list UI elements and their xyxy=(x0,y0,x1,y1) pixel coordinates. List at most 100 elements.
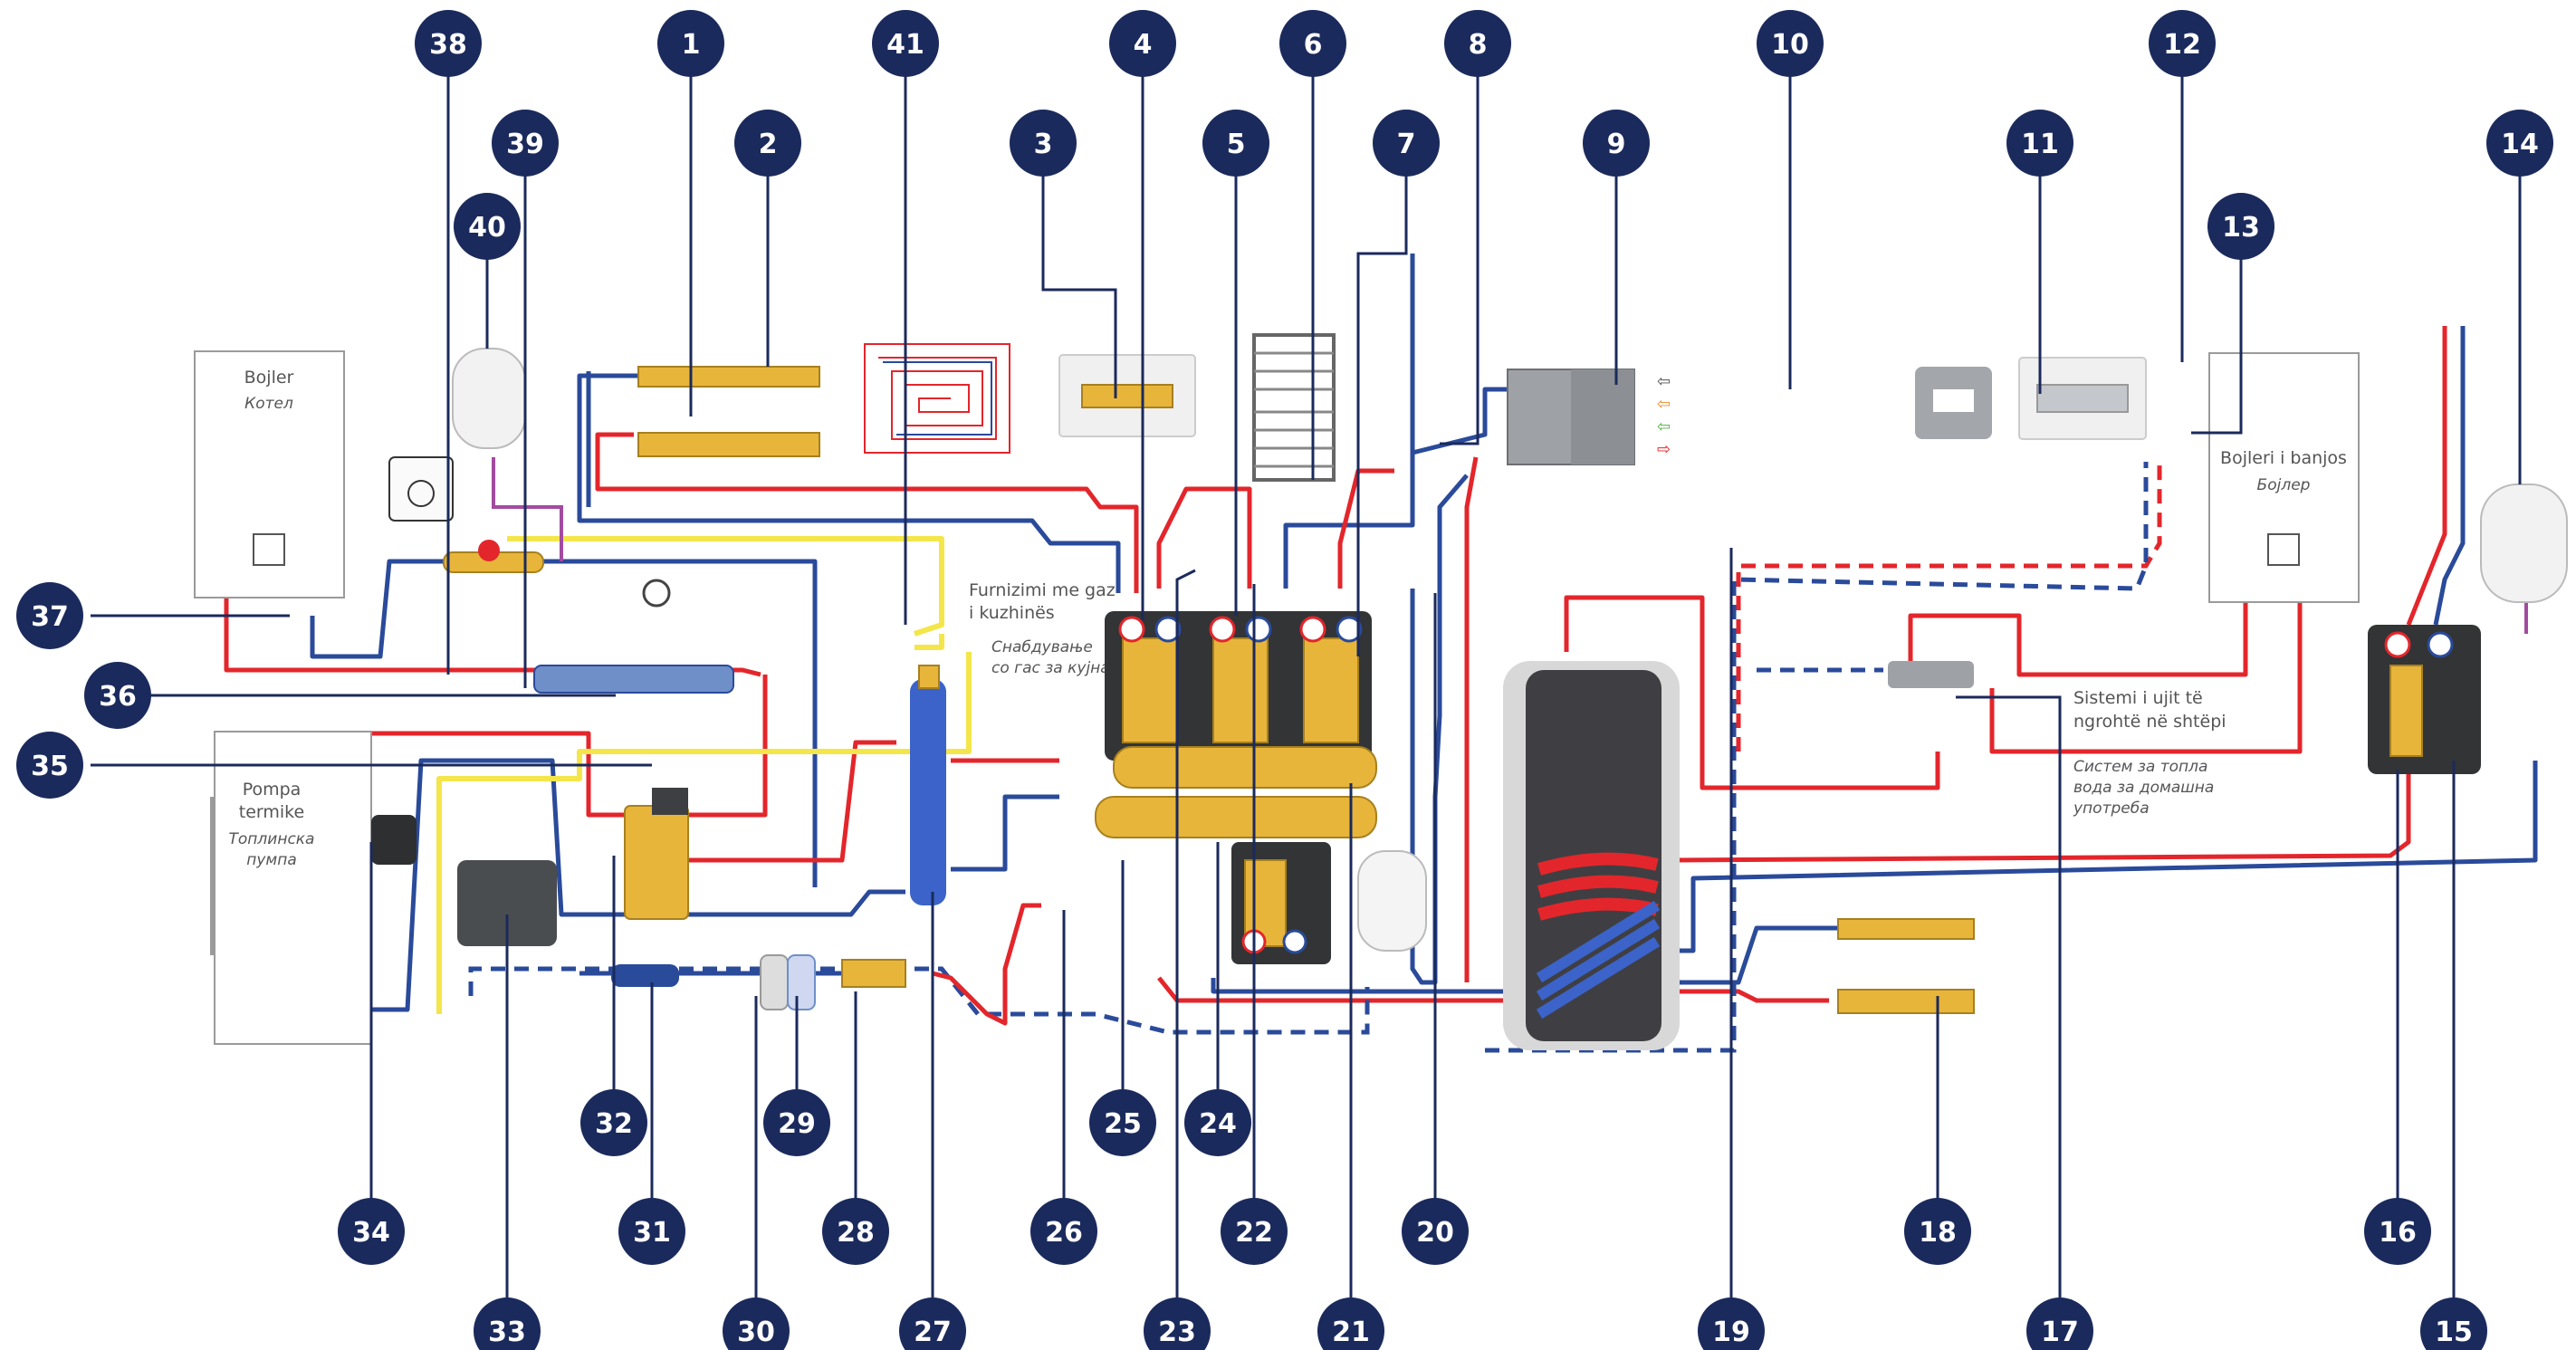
separator-return-pipe xyxy=(688,889,905,917)
svg-text:16: 16 xyxy=(2379,1217,2417,1249)
svg-text:30: 30 xyxy=(737,1316,775,1348)
separator-collector-return xyxy=(951,794,1059,872)
callout-34: 34 xyxy=(338,1198,405,1265)
pump-group-2 xyxy=(1209,616,1272,743)
svg-text:8: 8 xyxy=(1469,29,1488,61)
dhw-label-2: ngrohtë në shtëpi xyxy=(2073,712,2226,732)
leader-17 xyxy=(1956,695,2062,1331)
red-link-pipe xyxy=(688,675,768,818)
right-manifold-top xyxy=(1837,918,1975,940)
callout-33: 33 xyxy=(474,1297,541,1350)
callout-9: 9 xyxy=(1583,110,1650,177)
callout-30: 30 xyxy=(723,1297,790,1350)
fancoil-arrow-icon: ⇦ xyxy=(1657,417,1671,436)
svg-text:26: 26 xyxy=(1045,1217,1083,1249)
manifold-cabinet-3-body xyxy=(1081,384,1173,408)
svg-text:19: 19 xyxy=(1712,1316,1750,1348)
callout-5: 5 xyxy=(1202,110,1269,177)
towel-radiator-bars xyxy=(1254,351,1334,468)
dhw-label-mk-3: употреба xyxy=(2073,799,2150,818)
svg-text:31: 31 xyxy=(633,1217,671,1249)
callout-21: 21 xyxy=(1317,1297,1384,1350)
solar-station xyxy=(2368,625,2481,774)
valve-handle-icon xyxy=(478,540,500,561)
callout-15: 15 xyxy=(2420,1297,2487,1350)
solar-blue-vertical xyxy=(2433,326,2466,626)
svg-text:40: 40 xyxy=(468,212,506,244)
boiler-label: Bojler xyxy=(244,368,294,388)
callout-25: 25 xyxy=(1089,1089,1156,1156)
dirt-separator xyxy=(371,815,417,865)
expansion-vessel-right xyxy=(2480,484,2568,603)
svg-text:4: 4 xyxy=(1134,29,1153,61)
callout-17: 17 xyxy=(2026,1297,2093,1350)
callout-37: 37 xyxy=(16,582,83,649)
gas-label-2: i kuzhinës xyxy=(969,603,1055,623)
callout-4: 4 xyxy=(1109,10,1176,77)
callout-8: 8 xyxy=(1444,10,1511,77)
collector-lower xyxy=(1095,796,1377,838)
gas-meter xyxy=(457,860,557,946)
heat-meter-display xyxy=(1933,389,1974,412)
heatpump-label-2: termike xyxy=(239,802,304,822)
thermometer-icon xyxy=(2384,631,2411,658)
callout-14: 14 xyxy=(2486,110,2553,177)
manifold-supply xyxy=(637,366,820,388)
callout-2: 2 xyxy=(734,110,801,177)
boiler-distribution-bar xyxy=(533,665,734,694)
svg-text:5: 5 xyxy=(1227,129,1246,160)
manifold-right-return xyxy=(1675,925,1847,985)
svg-text:35: 35 xyxy=(31,751,69,782)
svg-text:2: 2 xyxy=(759,129,778,160)
leader-3 xyxy=(1041,143,1117,398)
expansion-link-pipe xyxy=(492,457,563,561)
svg-text:24: 24 xyxy=(1199,1108,1237,1140)
solar-red-vertical xyxy=(2406,326,2447,626)
callout-19: 19 xyxy=(1698,1297,1765,1350)
heatpump-unit xyxy=(214,731,372,1045)
svg-text:10: 10 xyxy=(1771,29,1809,61)
svg-text:20: 20 xyxy=(1416,1217,1454,1249)
bath-boiler-label-mk: Бојлер xyxy=(2257,476,2311,494)
pressure-reducer xyxy=(787,954,816,1010)
recirc-dashed-cold-2 xyxy=(1731,462,2149,996)
radiator-supply-pipe xyxy=(1156,486,1252,589)
callout-41: 41 xyxy=(872,10,939,77)
callout-11: 11 xyxy=(2006,110,2073,177)
leader-7 xyxy=(1356,143,1408,656)
callout-12: 12 xyxy=(2149,10,2216,77)
solar-station-body xyxy=(2389,665,2423,757)
pump-group-2-body xyxy=(1212,637,1269,743)
callout-38: 38 xyxy=(415,10,482,77)
towel-supply-pipe xyxy=(1337,468,1394,589)
fancoil-arrow-icon: ⇦ xyxy=(1657,372,1671,391)
callout-22: 22 xyxy=(1221,1198,1288,1265)
svg-text:34: 34 xyxy=(352,1217,390,1249)
svg-text:39: 39 xyxy=(506,129,544,160)
callout-26: 26 xyxy=(1030,1198,1097,1265)
svg-text:12: 12 xyxy=(2163,29,2201,61)
heatpump-label-mk-2: пумпа xyxy=(246,851,297,869)
softener-valve xyxy=(841,959,906,988)
mixing-unit xyxy=(624,805,689,920)
floor-supply-pipe xyxy=(595,432,1139,593)
thermometer-icon xyxy=(1209,616,1236,643)
fancoil-side xyxy=(1571,369,1634,464)
pump-group-3 xyxy=(1299,616,1363,743)
pump-group-1-body xyxy=(1122,637,1178,743)
radiator-return-pipe xyxy=(1283,254,1415,589)
svg-text:13: 13 xyxy=(2222,212,2260,244)
svg-text:9: 9 xyxy=(1607,129,1626,160)
heatpump-return-pipe xyxy=(371,758,670,1012)
underfloor-coil-return xyxy=(883,361,992,436)
fancoil-arrow-icon: ⇦ xyxy=(1657,395,1671,414)
expansion-vessel-middle xyxy=(1357,850,1427,952)
fancoil-supply-pipe xyxy=(1464,456,1479,982)
svg-text:22: 22 xyxy=(1235,1217,1273,1249)
svg-text:18: 18 xyxy=(1919,1217,1957,1249)
callout-13: 13 xyxy=(2207,193,2274,260)
heatpump-handle xyxy=(210,797,215,955)
svg-text:23: 23 xyxy=(1158,1316,1196,1348)
callout-35: 35 xyxy=(16,732,83,799)
callout-28: 28 xyxy=(822,1198,889,1265)
